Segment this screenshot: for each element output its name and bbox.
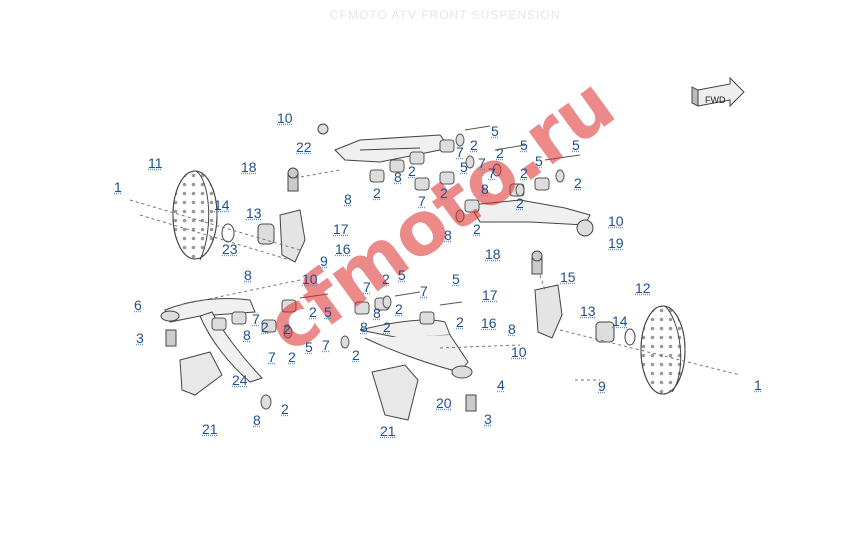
callout-14[interactable]: 14 <box>214 197 230 213</box>
callout-2g[interactable]: 2 <box>574 175 582 191</box>
callout-17[interactable]: 17 <box>333 221 349 237</box>
callout-7[interactable]: 7 <box>418 193 426 209</box>
callout-13b[interactable]: 13 <box>580 303 596 319</box>
callout-7b[interactable]: 7 <box>456 144 464 160</box>
callout-8h[interactable]: 8 <box>373 305 381 321</box>
callout-8[interactable]: 8 <box>244 267 252 283</box>
header-text: CFMOTO ATV FRONT SUSPENSION <box>330 8 561 22</box>
callout-2k[interactable]: 2 <box>283 321 291 337</box>
callout-6[interactable]: 6 <box>134 297 142 313</box>
callout-10d[interactable]: 10 <box>511 344 527 360</box>
callout-3b[interactable]: 3 <box>484 411 492 427</box>
callout-5[interactable]: 5 <box>460 159 468 175</box>
callout-12[interactable]: 12 <box>635 280 651 296</box>
callout-2q[interactable]: 2 <box>383 319 391 335</box>
callout-7j[interactable]: 7 <box>420 283 428 299</box>
callout-19[interactable]: 19 <box>608 235 624 251</box>
callout-2[interactable]: 2 <box>373 185 381 201</box>
callout-2d[interactable]: 2 <box>470 137 478 153</box>
callout-10[interactable]: 10 <box>277 110 293 126</box>
callout-4[interactable]: 4 <box>497 377 505 393</box>
callout-15[interactable]: 15 <box>560 269 576 285</box>
callout-16[interactable]: 16 <box>335 241 351 257</box>
callout-9[interactable]: 9 <box>320 253 328 269</box>
callout-21b[interactable]: 21 <box>380 423 396 439</box>
callout-10b[interactable]: 10 <box>302 271 318 287</box>
left-hub-bearing <box>221 223 275 245</box>
upper-bushings <box>369 125 581 223</box>
callout-2h[interactable]: 2 <box>516 195 524 211</box>
callout-2b[interactable]: 2 <box>408 163 416 179</box>
callout-2j[interactable]: 2 <box>261 319 269 335</box>
callout-8e[interactable]: 8 <box>444 227 452 243</box>
callout-2m[interactable]: 2 <box>309 304 317 320</box>
upper-a-arm-right <box>469 199 594 237</box>
assembly-lines <box>129 169 741 381</box>
callout-11[interactable]: 11 <box>148 155 163 171</box>
callout-5f[interactable]: 5 <box>324 304 332 320</box>
right-brake-disc <box>640 305 686 395</box>
callout-2i[interactable]: 2 <box>473 221 481 237</box>
callout-8d[interactable]: 8 <box>481 181 489 197</box>
right-skid-guard <box>371 364 419 421</box>
callout-13[interactable]: 13 <box>246 205 262 221</box>
callout-2l[interactable]: 2 <box>288 349 296 365</box>
callout-7d[interactable]: 7 <box>488 165 496 181</box>
callout-22[interactable]: 22 <box>296 139 312 155</box>
callout-8j[interactable]: 8 <box>253 412 261 428</box>
callout-8g[interactable]: 8 <box>243 327 251 343</box>
callout-8c[interactable]: 8 <box>394 169 402 185</box>
callout-17b[interactable]: 17 <box>482 287 498 303</box>
callout-7e[interactable]: 5 <box>535 153 543 169</box>
callout-16b[interactable]: 16 <box>481 315 497 331</box>
callout-21[interactable]: 21 <box>202 421 218 437</box>
callout-7i[interactable]: 7 <box>363 279 371 295</box>
lower-bushings <box>211 291 463 410</box>
callout-5e[interactable]: 5 <box>305 339 313 355</box>
left-brake-disc <box>172 170 218 261</box>
left-skid-guard <box>179 351 223 396</box>
callout-9b[interactable]: 9 <box>598 378 606 394</box>
callout-23[interactable]: 23 <box>222 241 238 257</box>
fwd-label: FWD <box>705 95 726 105</box>
callout-2e[interactable]: 2 <box>496 145 504 161</box>
callout-2c[interactable]: 2 <box>440 185 448 201</box>
callout-2r[interactable]: 2 <box>456 314 464 330</box>
callout-2p[interactable]: 2 <box>395 301 403 317</box>
right-hub-bearing <box>595 321 636 346</box>
callout-18[interactable]: 18 <box>241 159 257 175</box>
callout-18b[interactable]: 18 <box>485 246 501 262</box>
lower-a-arm-right <box>359 319 477 412</box>
callout-5c[interactable]: 5 <box>520 137 528 153</box>
callout-5h[interactable]: 5 <box>452 271 460 287</box>
callout-2f[interactable]: 2 <box>520 165 528 181</box>
callout-8f[interactable]: 8 <box>508 321 516 337</box>
upper-a-arm-top <box>317 123 451 163</box>
callout-8b[interactable]: 8 <box>344 191 352 207</box>
callout-5d[interactable]: 5 <box>572 137 580 153</box>
callout-24[interactable]: 24 <box>232 372 248 388</box>
callout-2s[interactable]: 2 <box>281 401 289 417</box>
callout-5g[interactable]: 5 <box>398 267 406 283</box>
callout-5b[interactable]: 5 <box>491 123 499 139</box>
callout-7g[interactable]: 7 <box>268 349 276 365</box>
right-steering-knuckle <box>531 250 563 339</box>
callout-3[interactable]: 3 <box>136 330 144 346</box>
callout-7f[interactable]: 7 <box>252 311 260 327</box>
callout-8i[interactable]: 8 <box>360 319 368 335</box>
left-steering-knuckle <box>279 167 306 263</box>
callout-14b[interactable]: 14 <box>612 313 628 329</box>
callout-7h[interactable]: 7 <box>322 337 330 353</box>
fwd-arrow-icon <box>691 76 745 108</box>
callout-1b[interactable]: 1 <box>754 377 762 393</box>
callout-10c[interactable]: 10 <box>608 213 624 229</box>
callout-2n[interactable]: 2 <box>352 347 360 363</box>
callout-1[interactable]: 1 <box>114 179 122 195</box>
callout-2o[interactable]: 2 <box>382 271 390 287</box>
callout-7c[interactable]: 7 <box>478 155 486 171</box>
callout-20[interactable]: 20 <box>436 395 452 411</box>
